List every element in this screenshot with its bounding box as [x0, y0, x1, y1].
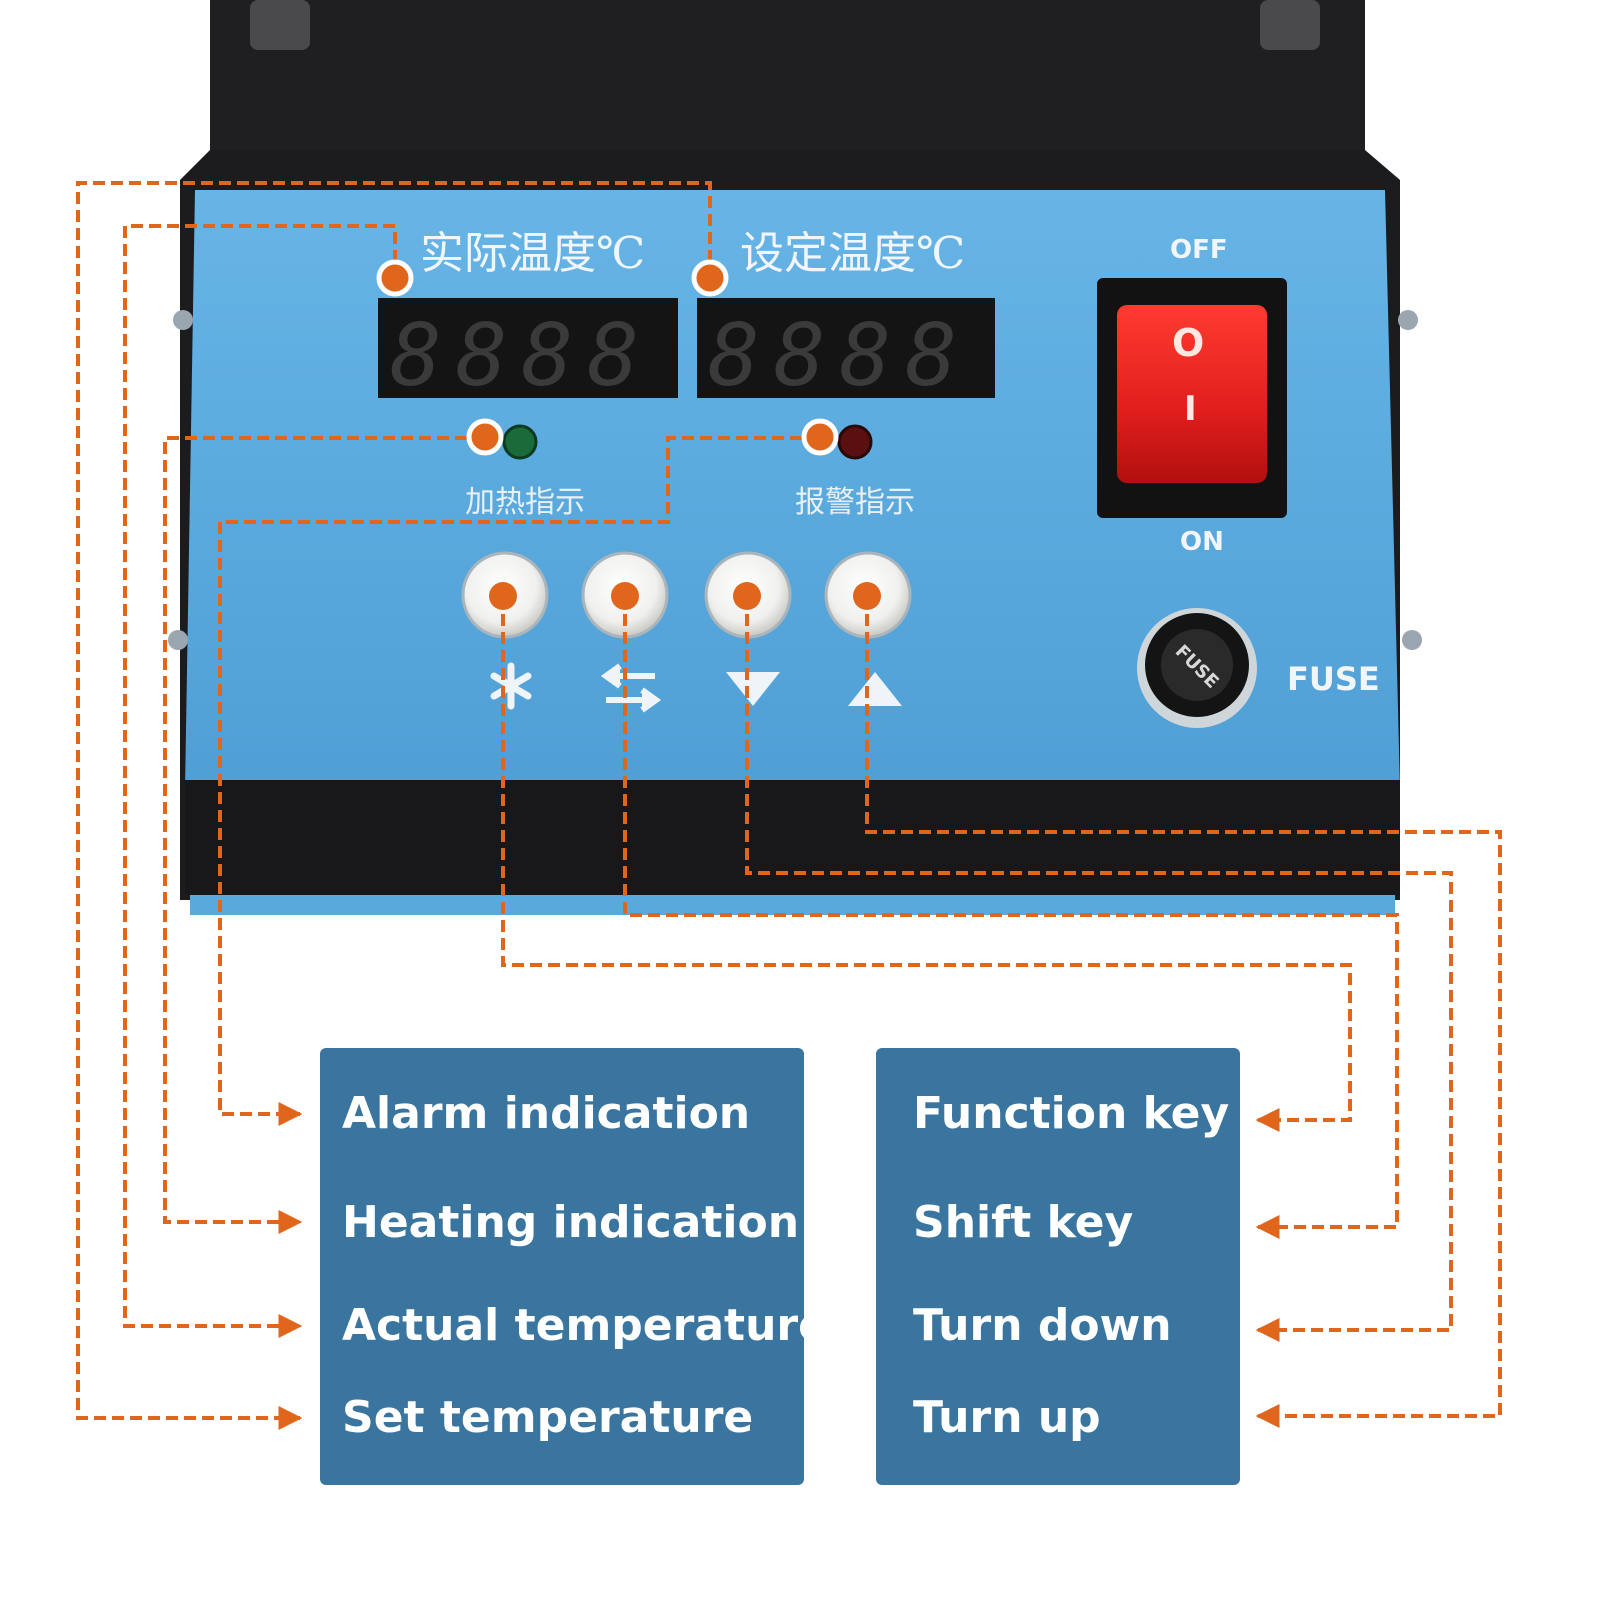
alarm-indicator-led — [837, 424, 873, 460]
left-label-box — [320, 1048, 804, 1485]
fuse-holder[interactable]: FUSE — [1137, 608, 1257, 728]
leader-turn-down — [745, 596, 1453, 1342]
label-turn-down: Turn down — [913, 1300, 1172, 1351]
asterisk-icon — [490, 662, 532, 710]
leader-turn-up — [865, 596, 1502, 1428]
label-shift-key: Shift key — [913, 1197, 1134, 1248]
callout-lines — [76, 181, 1502, 1430]
callout-dot-turn-up — [853, 582, 881, 610]
callout-dot-heating-led — [466, 418, 504, 456]
alarm-indicator-caption: 报警指示 — [795, 485, 915, 520]
leader-function-key — [501, 596, 1352, 1132]
switch-symbol-on: I — [1184, 389, 1197, 429]
callout-dots — [376, 259, 839, 456]
callout-dot-turn-down — [733, 582, 761, 610]
callout-dot-shift-key — [611, 582, 639, 610]
label-actual-temperature: Actual temperature — [342, 1300, 828, 1351]
switch-off-label: OFF — [1170, 235, 1228, 265]
callout-dot-function-key — [489, 582, 517, 610]
triangle-up-icon — [848, 672, 902, 706]
label-heating-indication: Heating indication — [342, 1197, 800, 1248]
triangle-down-icon — [726, 672, 780, 706]
label-turn-up: Turn up — [913, 1392, 1101, 1443]
leader-heating-indication — [163, 436, 485, 1234]
power-switch[interactable]: O I — [1097, 278, 1287, 518]
leader-shift-key — [623, 596, 1399, 1239]
actual-temp-digits: 8888 — [390, 306, 653, 406]
callout-dot-set-display — [691, 259, 729, 297]
right-label-box — [876, 1048, 1240, 1485]
switch-on-label: ON — [1180, 527, 1224, 557]
swap-arrows-icon — [600, 663, 662, 713]
set-temp-heading: 设定温度℃ — [740, 228, 965, 279]
label-function-key: Function key — [913, 1088, 1230, 1139]
actual-temp-heading: 实际温度℃ — [420, 228, 645, 279]
label-alarm-indication: Alarm indication — [342, 1088, 751, 1139]
leader-alarm-indication — [218, 436, 820, 1126]
set-temp-display: 8888 — [697, 298, 995, 406]
callout-dot-alarm-led — [801, 418, 839, 456]
heating-indicator-caption: 加热指示 — [465, 485, 585, 520]
leader-actual-temperature — [123, 224, 397, 1338]
fuse-label: FUSE — [1287, 660, 1380, 698]
callout-dots-buttons — [489, 582, 881, 610]
switch-symbol-off: O — [1172, 321, 1204, 365]
leader-set-temperature — [76, 181, 712, 1430]
heating-indicator-led — [502, 424, 538, 460]
label-set-temperature: Set temperature — [342, 1392, 754, 1443]
set-temp-digits: 8888 — [708, 306, 971, 406]
actual-temp-display: 8888 — [378, 298, 678, 406]
callout-dot-actual-display — [376, 259, 414, 297]
